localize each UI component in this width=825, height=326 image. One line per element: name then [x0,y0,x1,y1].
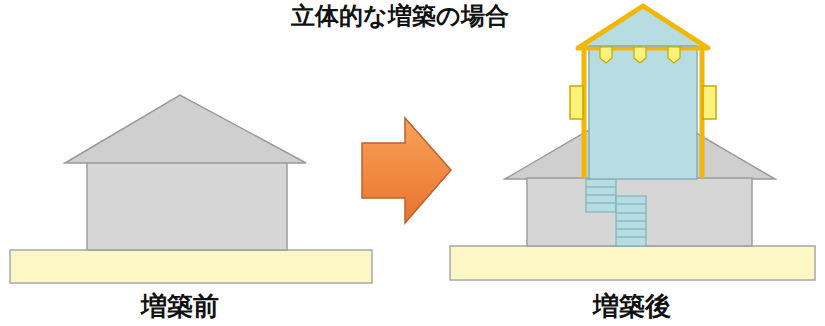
ground [10,250,372,283]
ground [450,246,815,280]
house-wall [87,162,287,250]
process-arrow [362,118,451,223]
caption-label: 増築後 [593,289,671,324]
house-wall [527,178,752,246]
window [570,86,716,119]
addition-roof [578,6,708,48]
diagram-title: 立体的な増築の場合 [291,0,509,32]
addition-room [589,46,697,179]
staircase [586,179,646,246]
ceiling-light [600,47,680,63]
caption-label: 増築前 [141,289,219,324]
house-roof [65,95,306,163]
insulation [584,48,702,178]
